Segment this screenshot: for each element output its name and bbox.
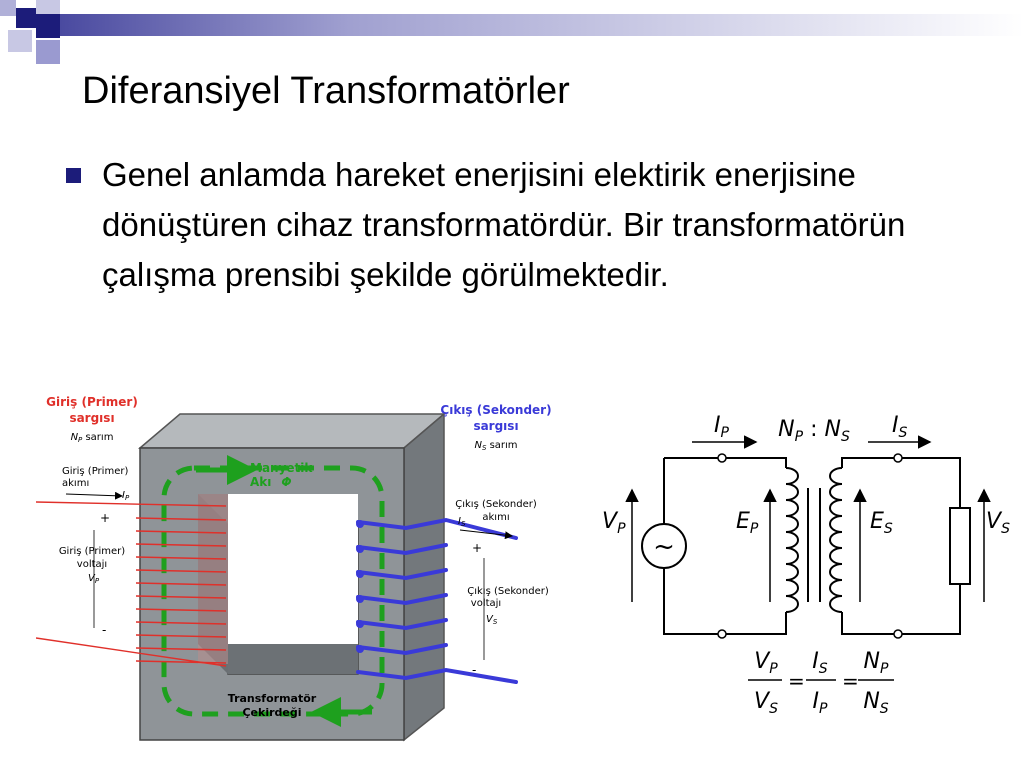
primary-minus: - bbox=[102, 623, 106, 637]
flux-path bbox=[161, 465, 385, 717]
secondary-winding-title-2: sargısı bbox=[473, 419, 518, 433]
is-label: IS bbox=[892, 413, 908, 441]
primary-current-arrow bbox=[65, 491, 123, 500]
primary-coil bbox=[785, 467, 799, 616]
ratio-formula: VP VS = IS IP = NP NS bbox=[748, 649, 894, 717]
primary-winding bbox=[36, 501, 227, 667]
core-label-2: Çekirdeği bbox=[242, 706, 301, 719]
transformer-circuit-figure: ~ IP NP : NS IS VP EP ES VS VP VS = IS I… bbox=[602, 413, 1010, 717]
primary-current-label: Giriş (Primer) bbox=[62, 466, 128, 477]
bullet-marker bbox=[66, 168, 81, 183]
secondary-voltage-symbol: VS bbox=[486, 614, 498, 626]
formula-equals-1: = bbox=[788, 669, 805, 693]
secondary-current-symbol: IS bbox=[458, 516, 466, 528]
secondary-voltage-label: Çıkış (Sekonder) bbox=[467, 586, 549, 597]
secondary-coil bbox=[829, 467, 843, 616]
decor-bar bbox=[60, 14, 1024, 36]
turns-ratio-label: NP : NS bbox=[778, 417, 850, 445]
secondary-winding-dots bbox=[356, 520, 364, 653]
primary-winding-title: Giriş (Primer) bbox=[46, 395, 138, 409]
secondary-voltage-label-2: voltajı bbox=[471, 598, 501, 609]
bullet-text: Genel anlamda hareket enerjisini elektir… bbox=[102, 156, 906, 293]
ip-label: IP bbox=[714, 413, 730, 441]
decor-square bbox=[0, 0, 16, 16]
primary-plus: + bbox=[100, 511, 110, 525]
decor-square bbox=[36, 14, 60, 38]
core-window-opening bbox=[228, 494, 358, 644]
decor-square bbox=[8, 30, 32, 52]
primary-winding-region bbox=[198, 494, 228, 664]
load-resistor bbox=[949, 507, 971, 585]
primary-voltage-symbol: VP bbox=[88, 573, 100, 585]
decor-square bbox=[36, 0, 60, 14]
formula-vs: VS bbox=[754, 689, 778, 717]
circuit-wires bbox=[663, 457, 961, 635]
secondary-minus: - bbox=[472, 663, 476, 677]
ep-label: EP bbox=[736, 509, 759, 537]
formula-vp: VP bbox=[754, 649, 778, 677]
secondary-winding bbox=[356, 517, 518, 684]
terminals bbox=[717, 453, 903, 639]
core-top-face bbox=[137, 413, 447, 449]
decor-square bbox=[36, 40, 60, 64]
vs-label: VS bbox=[986, 509, 1010, 537]
secondary-current-label: Çıkış (Sekonder) bbox=[455, 499, 537, 510]
decor-corner bbox=[0, 0, 1024, 70]
primary-turns-label: NP sarım bbox=[71, 432, 114, 444]
ac-source bbox=[641, 523, 687, 569]
flux-label: Manyetik bbox=[250, 461, 313, 475]
primary-current-label-2: akımı bbox=[62, 478, 89, 489]
formula-ip: IP bbox=[813, 689, 829, 717]
core-label: Transformatör bbox=[228, 692, 317, 705]
secondary-current-arrow bbox=[459, 529, 513, 540]
transformer-core-figure: Giriş (Primer) sargısı NP sarım Giriş (P… bbox=[36, 395, 552, 742]
formula-is: IS bbox=[812, 649, 828, 677]
ac-source-icon: ~ bbox=[653, 532, 675, 562]
primary-voltage-label: Giriş (Primer) bbox=[59, 546, 125, 557]
vp-label: VP bbox=[602, 509, 626, 537]
formula-np: NP bbox=[864, 649, 889, 677]
formula-equals-2: = bbox=[842, 669, 859, 693]
primary-winding-title-2: sargısı bbox=[69, 411, 114, 425]
decor-square bbox=[16, 8, 36, 28]
secondary-winding-title: Çıkış (Sekonder) bbox=[440, 403, 551, 417]
core-window-bottom bbox=[228, 640, 358, 674]
secondary-current-label-2: akımı bbox=[482, 512, 509, 523]
formula-ns: NS bbox=[863, 689, 888, 717]
primary-current-symbol: IP bbox=[122, 490, 130, 502]
page-title: Diferansiyel Transformatörler bbox=[82, 70, 570, 112]
secondary-turns-label: NS sarım bbox=[474, 440, 517, 452]
primary-voltage-label-2: voltajı bbox=[77, 559, 107, 570]
es-label: ES bbox=[870, 509, 893, 537]
secondary-plus: + bbox=[472, 541, 482, 555]
